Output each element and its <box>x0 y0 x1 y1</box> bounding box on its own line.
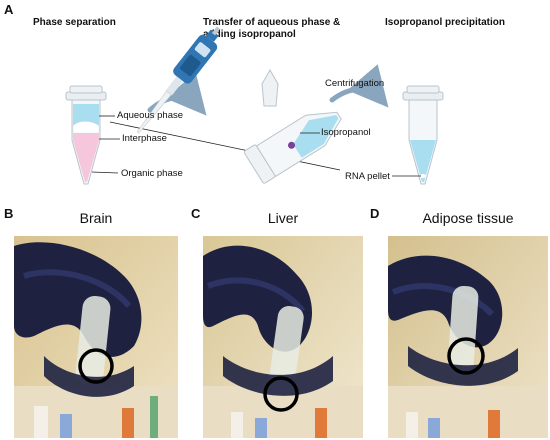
rna-pellet <box>420 174 426 178</box>
label-interphase: Interphase <box>122 133 167 144</box>
photo-title-brain: Brain <box>79 210 113 226</box>
arrow-centrifugation <box>329 64 389 108</box>
step-title-phase-separation: Phase separation <box>33 17 116 28</box>
isopropanol-drop <box>288 141 296 149</box>
panel-letter-b: B <box>4 206 14 221</box>
photo-title-liver: Liver <box>267 210 299 226</box>
label-rna-pellet: RNA pellet <box>345 171 390 182</box>
label-isopropanol: Isopropanol <box>321 127 371 138</box>
label-centrifugation: Centrifugation <box>325 78 385 89</box>
step-title-precipitation: Isopropanol precipitation <box>385 17 506 28</box>
aqueous-layer <box>73 104 99 126</box>
tube-transfer <box>243 111 342 184</box>
photo-brain <box>14 236 178 438</box>
organic-layer <box>73 133 99 182</box>
step-title-transfer: Transfer of aqueous phase & adding isopr… <box>203 17 341 40</box>
label-organic: Organic phase <box>121 168 183 179</box>
interphase-layer <box>72 121 100 134</box>
photo-liver <box>203 236 363 438</box>
tube-cap <box>261 68 279 107</box>
pipette <box>136 26 221 134</box>
photo-title-adipose: Adipose tissue <box>422 210 514 226</box>
label-aqueous: Aqueous phase <box>117 110 184 121</box>
panel-a-illustration <box>65 26 444 185</box>
tube-precipitation <box>402 85 444 185</box>
panel-letter-c: C <box>191 206 201 221</box>
tube-phase-separation <box>65 85 107 185</box>
panel-letter-d: D <box>370 206 380 221</box>
panel-letter-a: A <box>4 2 14 17</box>
arrow-transfer <box>147 72 207 116</box>
photo-adipose <box>388 236 548 438</box>
